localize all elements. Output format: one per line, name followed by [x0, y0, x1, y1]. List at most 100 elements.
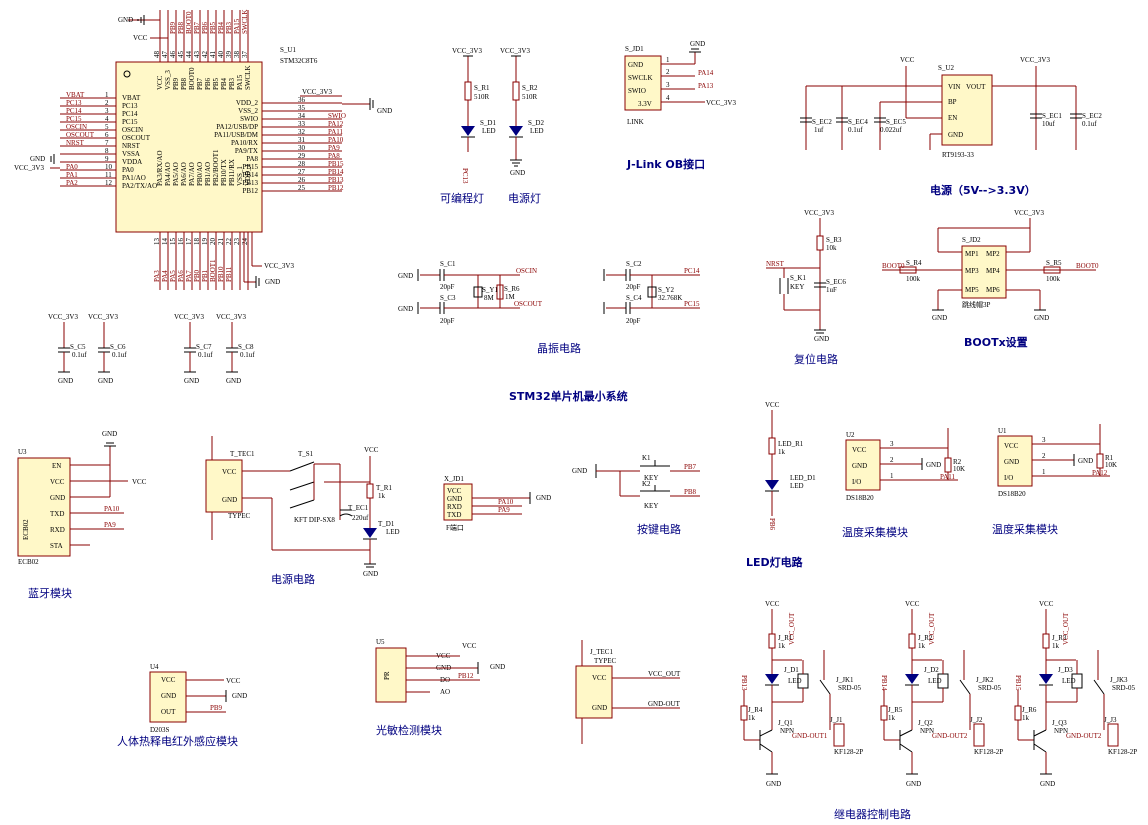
mcu-chip-body: [115, 61, 263, 233]
mcu-pin-num: 32: [298, 128, 306, 136]
boot-vcc: VCC_3V3: [1014, 209, 1044, 217]
mcu-pin-label: PA0: [122, 166, 134, 174]
mcu-pin-label: PA12/USB/DP: [216, 123, 258, 131]
boot-gnd2: GND: [1034, 314, 1049, 322]
relay-vcc: VCC: [765, 600, 780, 608]
mcu-pin-num: 20: [209, 238, 217, 246]
boot-r5v: 100k: [1046, 275, 1061, 283]
reg-gnd: GND: [948, 131, 963, 139]
typec2-vcc-pin: VCC: [592, 674, 607, 682]
relay-d-ref: J_D2: [924, 666, 939, 674]
relay-srd: SRD-05: [1112, 684, 1135, 692]
bt-net-vcc: VCC: [132, 478, 147, 486]
boot-block: S_JD2 MP1 MP2 MP3 MP4 MP5 MP6 跳线帽3P VCC_…: [882, 209, 1099, 349]
temp-pin-vcc: VCC: [1004, 442, 1019, 450]
svg-text:4: 4: [666, 94, 670, 102]
xtal-c4: S_C4: [626, 294, 642, 302]
mcu-pin-label: PA15: [236, 74, 244, 90]
mcu-pin-num: 12: [105, 179, 113, 187]
power-circuit-block: T_TEC1 VCC GND TYPEC T_S1 KFT DIP-SX8 VC…: [205, 436, 400, 586]
mcu-pin-num: 34: [298, 112, 306, 120]
decoupling-caps: VCC_3V3GNDS_C50.1ufVCC_3V3GNDS_C60.1ufVC…: [48, 313, 255, 385]
led1-r-ref: S_R1: [474, 84, 490, 92]
led1-d-led: LED: [482, 127, 496, 135]
reg-c4-ref: S_EC1: [1042, 112, 1062, 120]
mcu-vdd2-label: VCC_3V3: [302, 88, 332, 96]
mcu-pin-num: 7: [105, 139, 109, 147]
mcu-bottom-pins: PA3/RX/AO13PA3PA4/AO14PA4PA5/AO15PA5PA6/…: [153, 149, 252, 290]
light-part: PR: [383, 671, 391, 680]
xjd-pa9: PA9: [498, 506, 510, 514]
mcu-pin1-marker: [123, 70, 131, 78]
reg-c2-val: 0.1uf: [848, 126, 863, 134]
xtal-y2: S_Y2: [658, 286, 674, 294]
bt-pin-rxd: RXD: [50, 526, 65, 534]
light-net: PB12: [458, 672, 474, 680]
pc-vcc: VCC: [364, 446, 379, 454]
temp-pin-io: I/O: [852, 478, 861, 486]
relay-d-ref: J_D3: [1058, 666, 1073, 674]
boot-r4v: 100k: [906, 275, 921, 283]
xtal-c1v: 20pF: [440, 283, 455, 291]
bt-ref: U3: [18, 448, 27, 456]
relay-r-ref: J_R2: [918, 634, 933, 642]
decap-vcc: VCC_3V3: [88, 313, 118, 321]
mcu-pin-label: VCC: [156, 75, 164, 90]
mcu-pin-num: 43: [193, 51, 201, 59]
caption-light: 光敏检测模块: [376, 723, 442, 737]
relay-gout: GND-OUT1: [792, 732, 828, 740]
mcu-net-label: VBAT: [66, 91, 85, 99]
ledc-diode: [765, 480, 779, 490]
led2-vcc: VCC_3V3: [500, 47, 530, 55]
reset-r3: S_R3: [826, 236, 842, 244]
pc-vcc-pin: VCC: [222, 468, 237, 476]
boot-mp4: MP4: [986, 267, 1000, 275]
regulator-chip: [941, 74, 993, 146]
xjd-pa10: PA10: [498, 498, 514, 506]
mcu-pin-num: 1: [105, 91, 109, 99]
mcu-vdda-label: VCC_3V3: [14, 164, 44, 172]
jlink-pin2: SWCLK: [628, 74, 653, 82]
led2-d-ref: S_D2: [528, 119, 544, 127]
relay-rb-ref: J_R5: [888, 706, 903, 714]
mcu-net-label: BOOT1: [209, 259, 217, 282]
pc-d1: T_D1: [378, 520, 395, 528]
caption-keys: 按键电路: [637, 522, 681, 536]
pir-gnd: GND: [232, 692, 247, 700]
mcu-pin-num: 6: [105, 131, 109, 139]
reg-c1-val: 1uf: [814, 126, 824, 134]
temp-ref: U1: [998, 427, 1007, 435]
decap-gnd: GND: [58, 377, 73, 385]
relay-rb-val: 1k: [1022, 714, 1030, 722]
reg-c2-ref: S_EC4: [848, 118, 868, 126]
keys-k1: K1: [642, 454, 651, 462]
caption-pir: 人体热释电红外感应模块: [117, 734, 238, 748]
xtal-y1v: 8M: [484, 294, 495, 302]
temp-gnd: GND: [1078, 457, 1093, 465]
mcu-vss2-gnd: GND: [377, 107, 392, 115]
mcu-pin-label: PC13: [122, 102, 138, 110]
mcu-pin-label: PA6/AO: [180, 162, 188, 186]
mcu-pin-label: PC15: [122, 118, 138, 126]
keys-k1-key: KEY: [644, 474, 658, 482]
bt-net-pa9: PA9: [104, 521, 116, 529]
mcu-pin-label: PB12: [242, 187, 258, 195]
mcu-pin-label: OSCIN: [122, 126, 143, 134]
relay-gout: GND-OUT2: [932, 732, 968, 740]
mcu-pin-label: OSCOUT: [122, 134, 151, 142]
decap-ref: S_C5: [70, 343, 86, 351]
relay-d-led: LED: [928, 677, 942, 685]
temp-r-ref: R1: [1105, 454, 1114, 462]
mcu-pin-label: PB15: [242, 163, 258, 171]
bt-gnd: GND: [102, 430, 117, 438]
temp-r-ref: R2: [953, 458, 962, 466]
mcu-pin-label: VDD_2: [236, 99, 259, 107]
caption-relay: 继电器控制电路: [834, 807, 911, 821]
mcu-net-label: PB0: [193, 269, 201, 282]
typec2-connector: [575, 665, 613, 719]
mcu-pin-num: 27: [298, 168, 306, 176]
light-ao-pin: AO: [440, 688, 450, 696]
pc-r1v: 1k: [378, 492, 386, 500]
led2-gnd: GND: [510, 169, 525, 177]
